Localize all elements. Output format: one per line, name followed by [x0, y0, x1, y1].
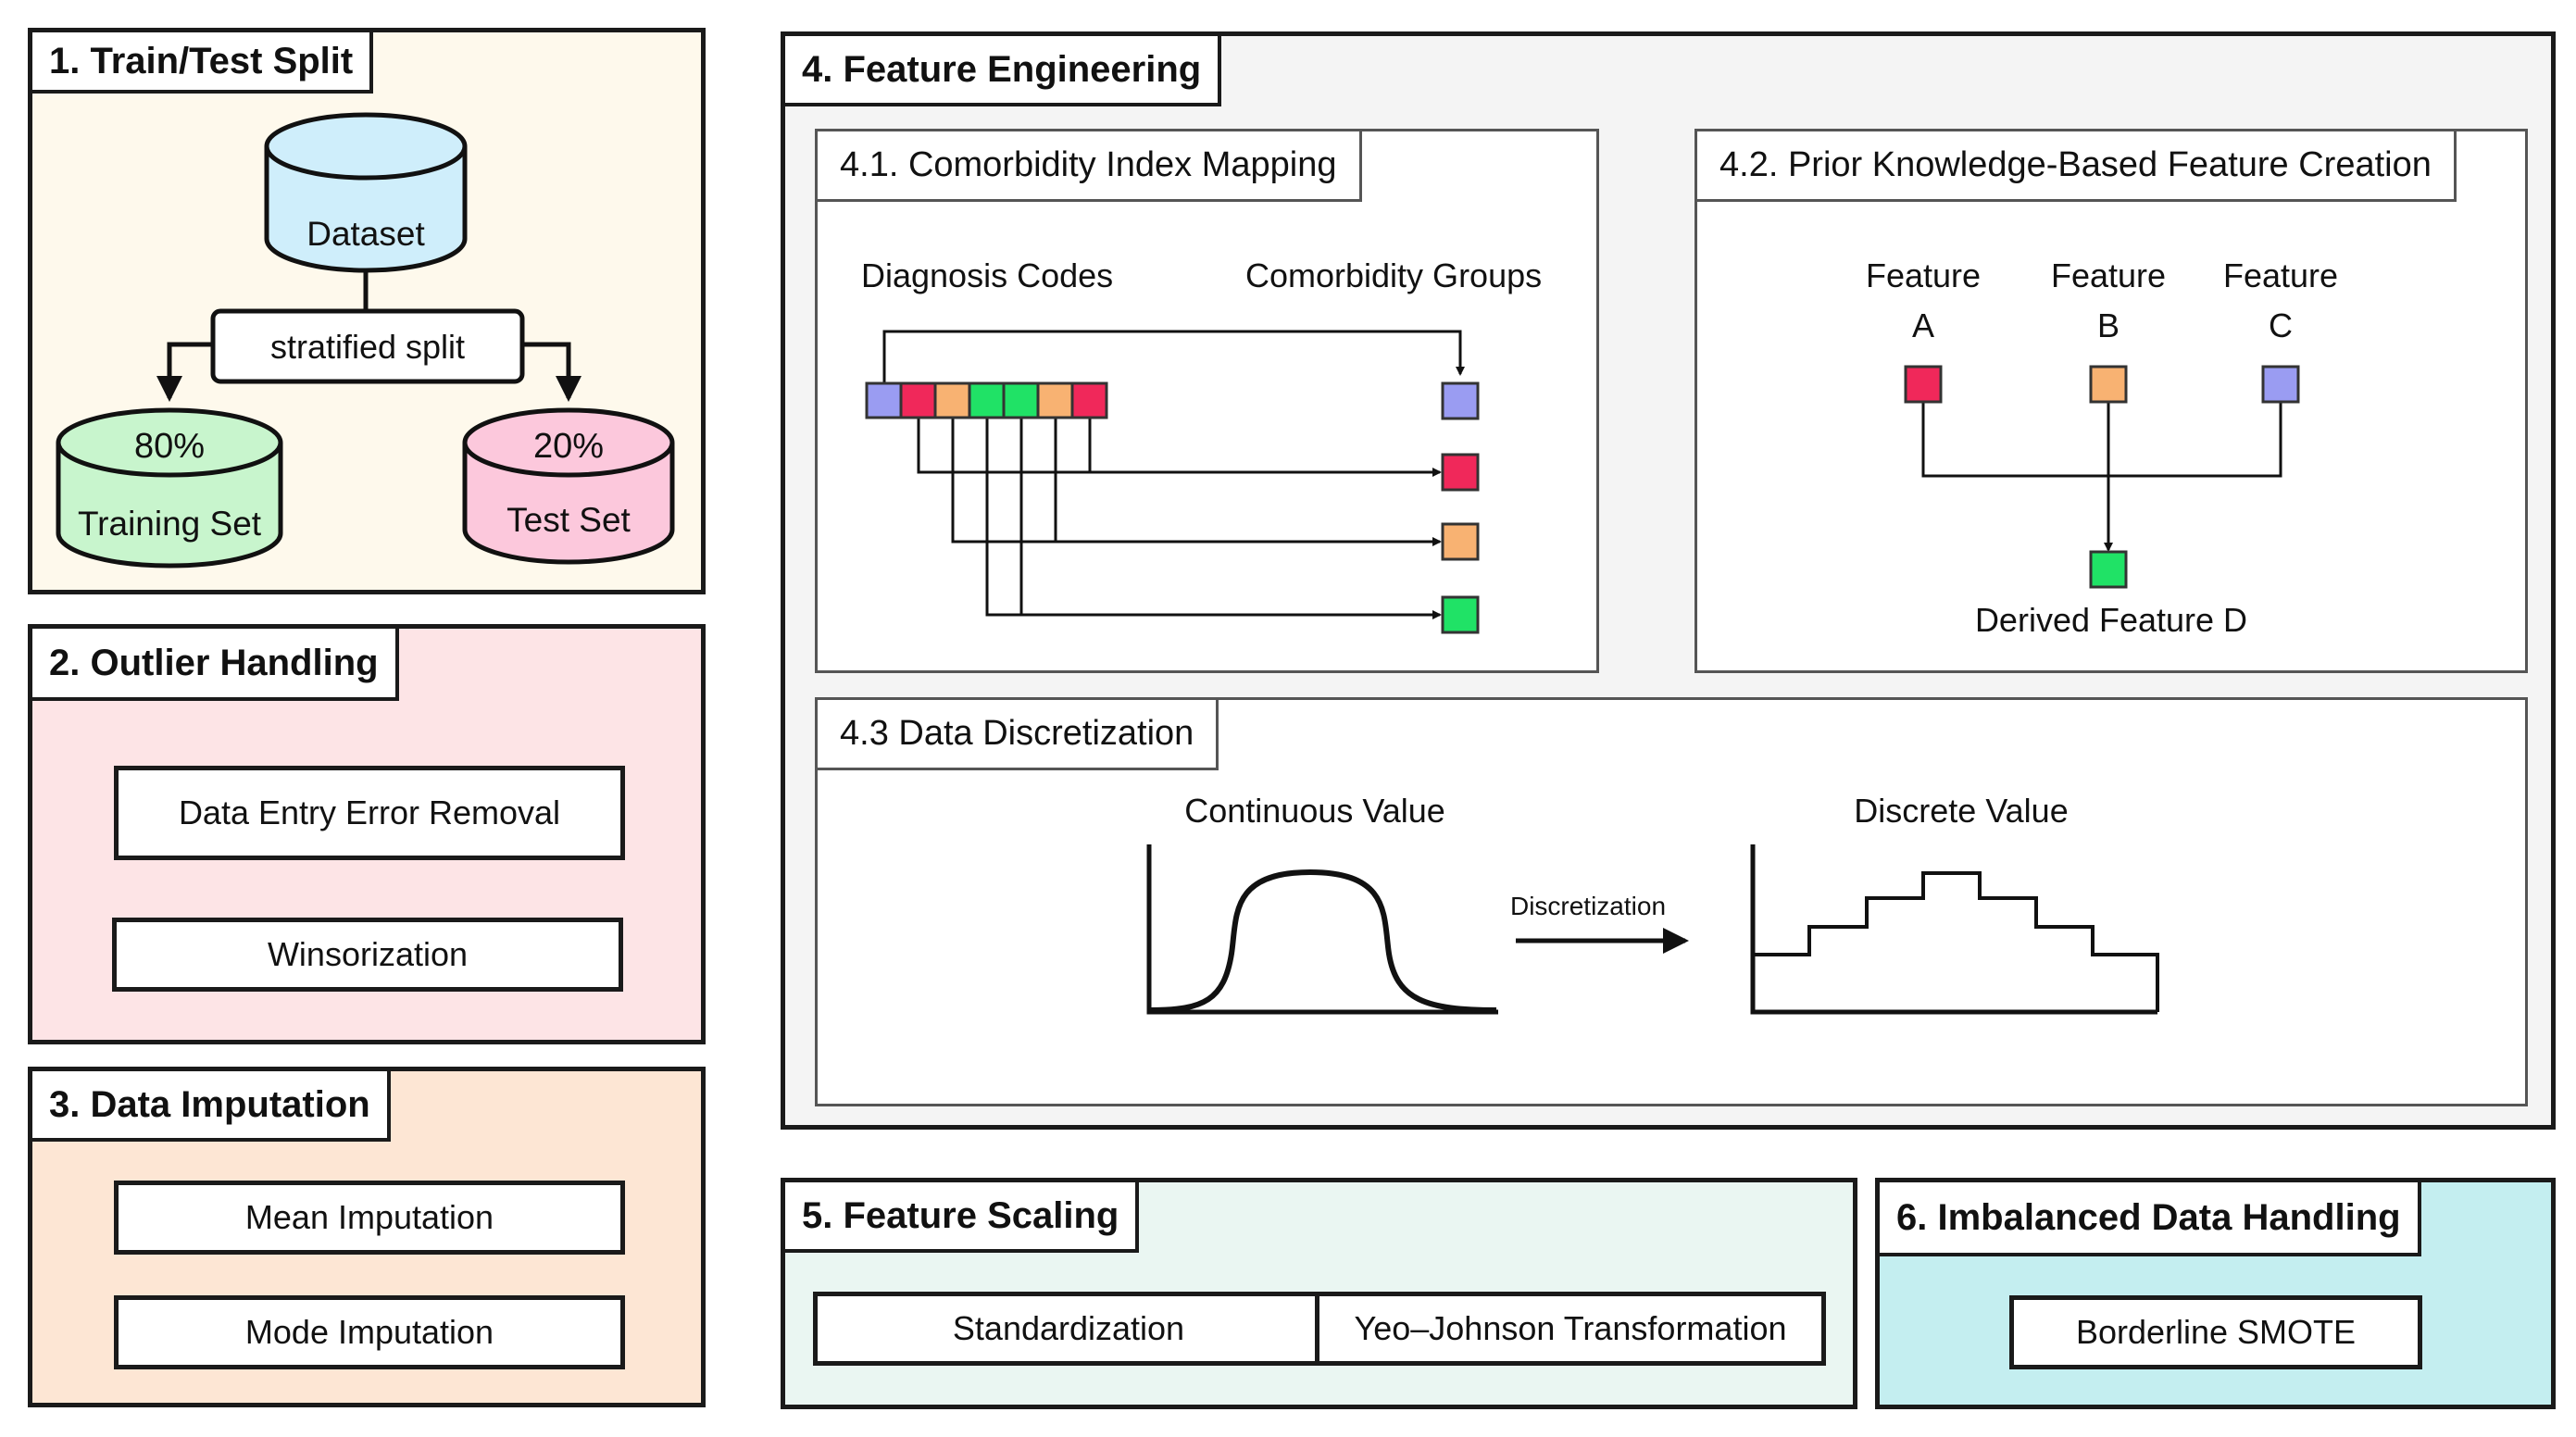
test-set-label: Test Set	[506, 501, 631, 539]
panel-title: 4. Feature Engineering	[785, 36, 1222, 106]
feature-c-line1: Feature	[2223, 256, 2338, 294]
training-set-cylinder	[56, 407, 283, 569]
code-cell-red	[899, 381, 937, 419]
continuous-axes	[1146, 844, 1498, 1015]
panel-title: 5. Feature Scaling	[785, 1182, 1140, 1253]
test-percent: 20%	[533, 427, 604, 466]
discretization-arrow-label: Discretization	[1510, 892, 1666, 920]
mode-imputation-box: Mode Imputation	[114, 1295, 625, 1369]
code-cell-red	[1070, 381, 1108, 419]
code-cell-orange	[1036, 381, 1074, 419]
panel-title: 2. Outlier Handling	[32, 629, 399, 701]
discrete-steps	[1753, 871, 2159, 1012]
feature-squares	[1904, 365, 2300, 589]
dataset-cylinder	[264, 112, 468, 273]
panel-title: 1. Train/Test Split	[32, 32, 374, 94]
panel-title: 6. Imbalanced Data Handling	[1880, 1182, 2421, 1256]
subpanel-title: 4.1. Comorbidity Index Mapping	[818, 131, 1362, 202]
test-set-cylinder	[462, 407, 675, 565]
mean-imputation-box: Mean Imputation	[114, 1181, 625, 1255]
diagnosis-code-strip	[865, 381, 1108, 419]
continuous-value-label: Continuous Value	[1184, 792, 1445, 830]
feature-b-line2: B	[2097, 306, 2120, 344]
feature-c-line2: C	[2269, 306, 2293, 344]
group-square-green	[1441, 595, 1480, 634]
panel-data-imputation: 3. Data Imputation Mean Imputation Mode …	[28, 1067, 706, 1407]
subpanel-title: 4.2. Prior Knowledge-Based Feature Creat…	[1697, 131, 2457, 202]
standardization-box: Standardization	[813, 1292, 1324, 1366]
dataset-label: Dataset	[306, 215, 425, 253]
code-cell-orange	[933, 381, 971, 419]
yeo-johnson-box: Yeo–Johnson Transformation	[1315, 1292, 1826, 1366]
comorbidity-group-squares	[1441, 381, 1480, 634]
group-square-red	[1441, 453, 1480, 492]
group-square-blue	[1441, 381, 1480, 420]
feature-b-square	[2089, 365, 2128, 404]
panel-outlier-handling: 2. Outlier Handling Data Entry Error Rem…	[28, 624, 706, 1044]
panel-title: 3. Data Imputation	[32, 1071, 391, 1142]
train-arrow	[156, 342, 213, 402]
comorbidity-groups-label: Comorbidity Groups	[1245, 256, 1542, 294]
panel-imbalanced-data: 6. Imbalanced Data Handling Borderline S…	[1875, 1178, 2556, 1409]
panel-feature-scaling: 5. Feature Scaling Standardization Yeo–J…	[781, 1178, 1857, 1409]
diagnosis-codes-label: Diagnosis Codes	[861, 256, 1113, 294]
code-cell-blue	[865, 381, 903, 419]
subpanel-discretization: 4.3 Data Discretization	[815, 697, 2528, 1106]
stratified-split-label: stratified split	[270, 328, 465, 366]
test-arrow	[521, 342, 581, 402]
discrete-axes	[1750, 844, 2157, 1015]
feature-c-square	[2261, 365, 2300, 404]
feature-b-line1: Feature	[2051, 256, 2166, 294]
feature-a-line1: Feature	[1866, 256, 1981, 294]
borderline-smote-box: Borderline SMOTE	[2009, 1295, 2422, 1369]
feature-a-line2: A	[1912, 306, 1934, 344]
feature-merge-lines	[1921, 402, 2282, 552]
train-percent: 80%	[134, 427, 205, 466]
training-set-label: Training Set	[78, 505, 262, 543]
continuous-curve	[1150, 868, 1497, 1013]
group-square-orange	[1441, 522, 1480, 561]
subpanel-title: 4.3 Data Discretization	[818, 700, 1219, 770]
feature-a-square	[1904, 365, 1943, 404]
code-cell-green	[1002, 381, 1040, 419]
stratified-split-box	[210, 308, 525, 384]
data-entry-error-removal-box: Data Entry Error Removal	[114, 766, 625, 860]
code-cell-green	[968, 381, 1006, 419]
derived-feature-square	[2089, 550, 2128, 589]
discrete-value-label: Discrete Value	[1854, 792, 2068, 830]
mapping-lines	[882, 330, 1465, 619]
winsorization-box: Winsorization	[112, 918, 623, 992]
derived-feature-label: Derived Feature D	[1975, 601, 2247, 639]
